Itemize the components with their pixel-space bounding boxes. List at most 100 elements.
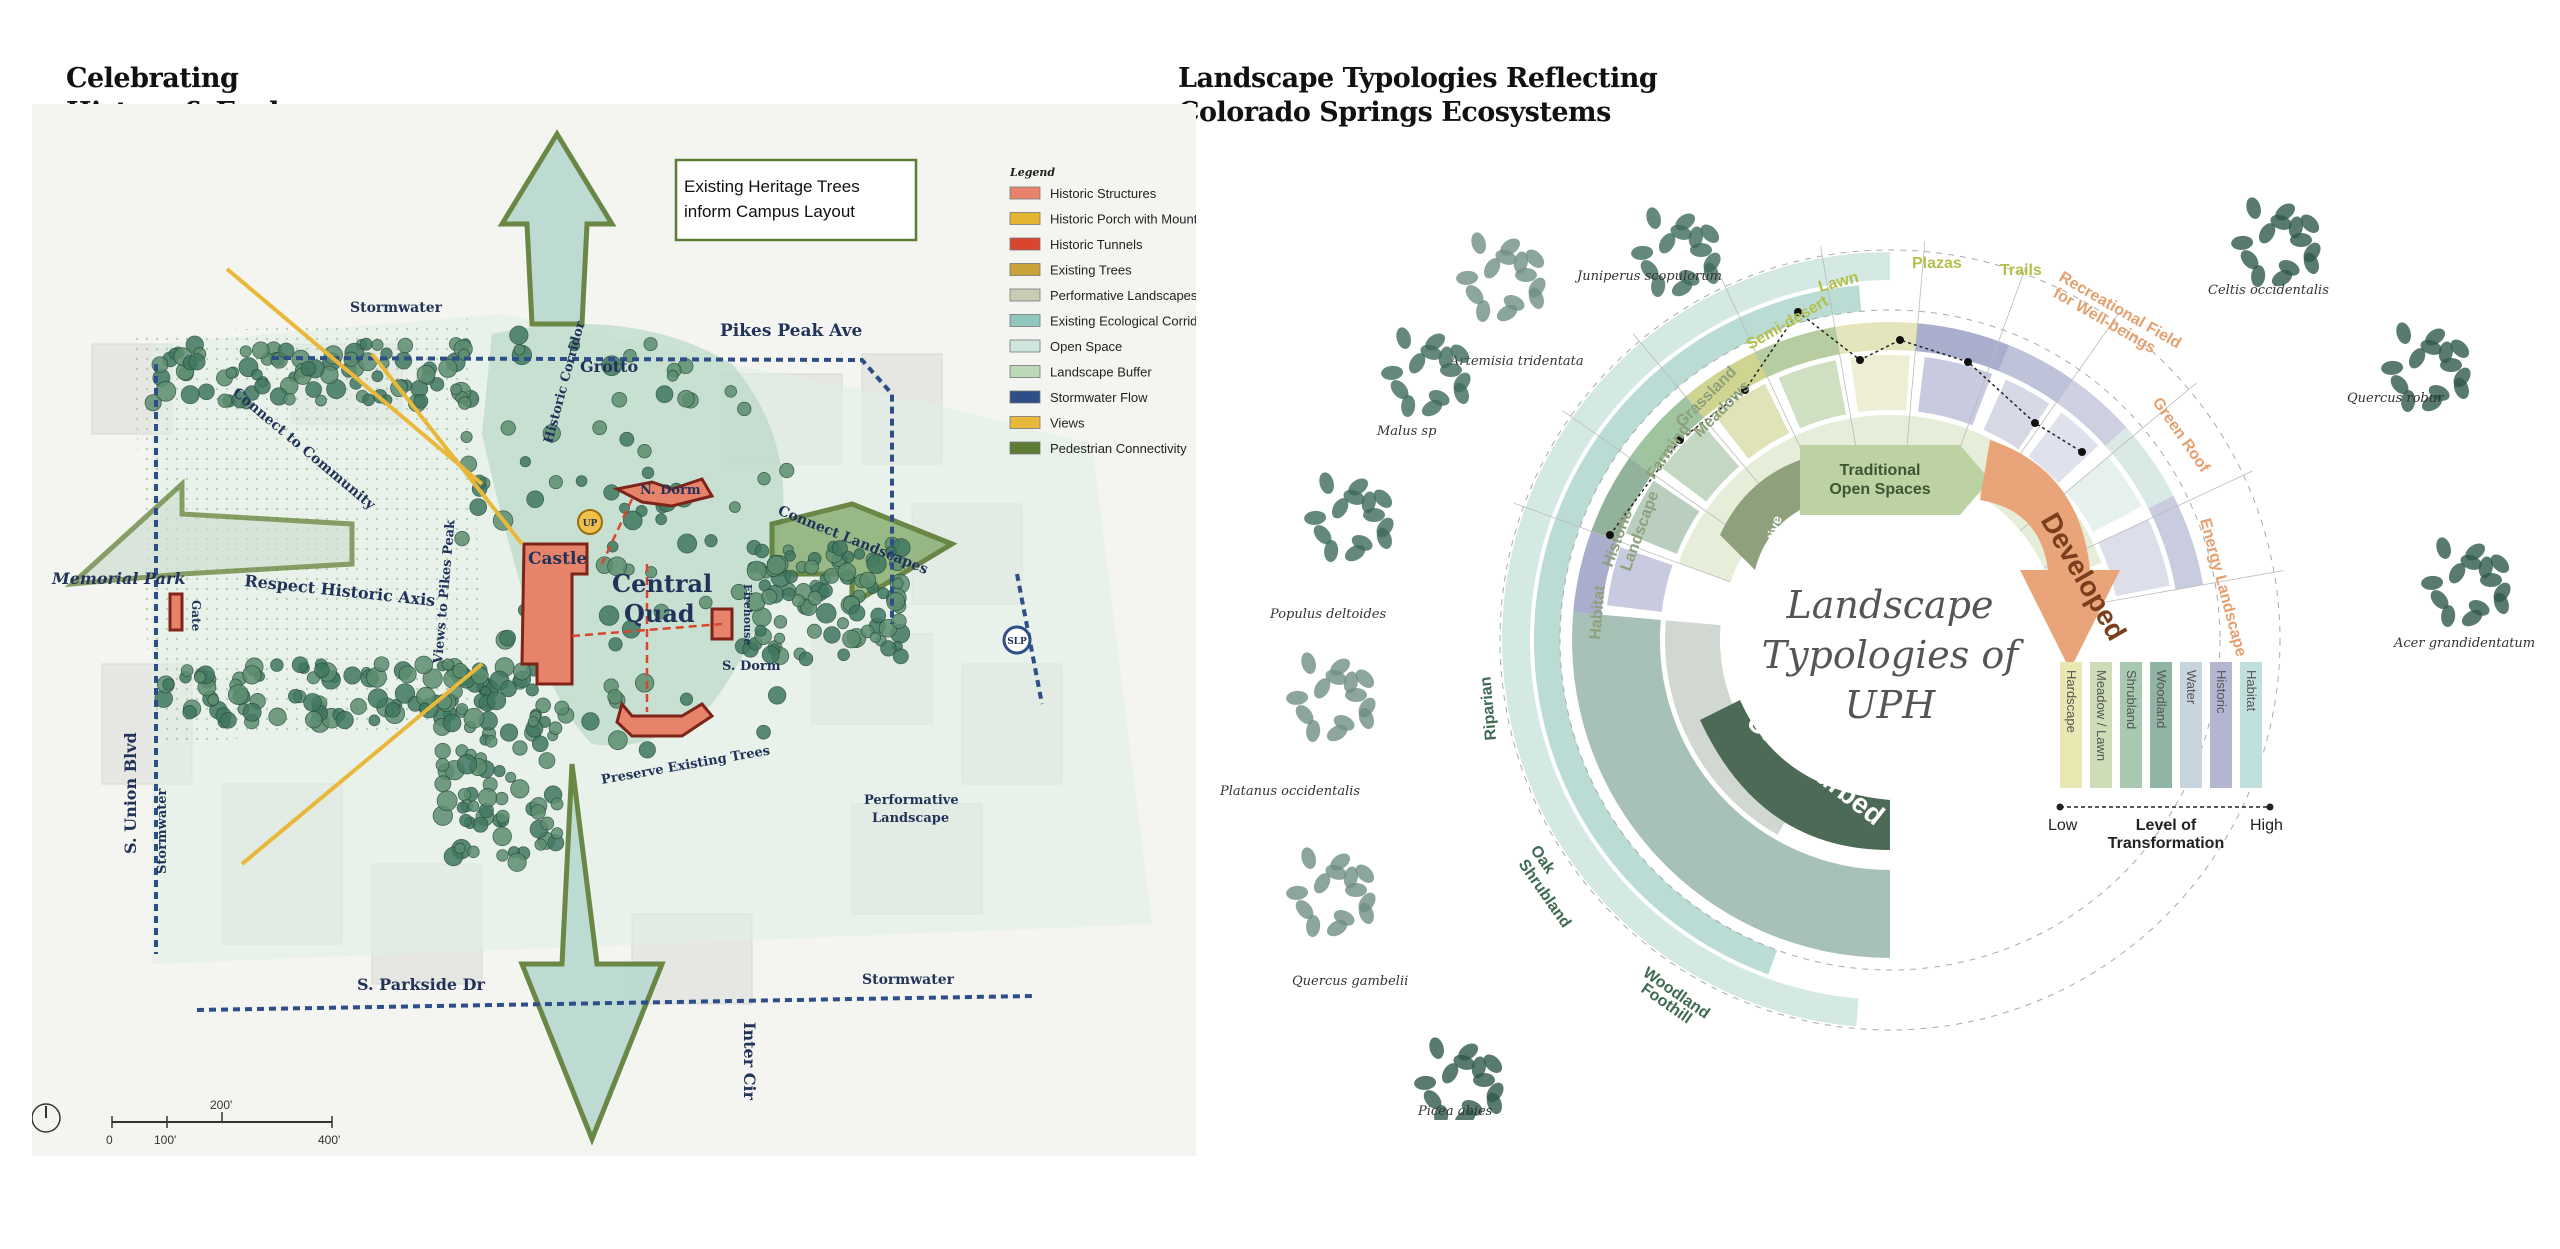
legend-item-label: Performative Landscapes [1050,288,1196,303]
transformation-bar [2090,662,2112,788]
species-label: Celtis occidentalis [2208,283,2329,298]
legend-swatch [1009,314,1041,327]
castle-label: Castle [528,549,587,569]
gate-structure [168,592,184,632]
ring-label-energy: Energy Landscape [2196,517,2249,659]
legend-item-label: Pedestrian Connectivity [1050,441,1187,456]
transformation-bar [2180,662,2202,788]
transformation-bar-label: Meadow / Lawn [2094,670,2109,761]
right-panel-title: Landscape Typologies Reflecting Colorado… [1178,62,1658,130]
historic-structures [168,477,734,738]
transformation-title-1: Level of [2136,817,2197,834]
callout-line2: inform Campus Layout [684,202,855,221]
ring-label-green-roof: Green Roof [2149,395,2213,477]
transformation-bar [2210,662,2232,788]
performative-band [1720,460,1800,570]
legend-swatch [1009,441,1041,455]
center-title-line2: Typologies of [1762,633,2024,677]
historic-tunnels [571,498,723,712]
transformation-low: Low [2048,817,2078,834]
legend-swatch [1009,339,1041,353]
legend-swatch [1009,288,1041,302]
stormwater-top-label: Stormwater [350,300,443,316]
legend-swatch [1009,416,1041,429]
species-label: Quercus gambelii [1292,974,1408,989]
left-title-line1: Celebrating [66,63,239,94]
center-title-line3: UPH [1845,683,1937,727]
performative-landscape-line2: Landscape [872,811,949,826]
transformation-bar [2120,662,2142,788]
center-title-line1: Landscape [1786,583,1994,627]
legend-item-label: Stormwater Flow [1050,390,1148,405]
central-quad-line1: Central [612,569,712,598]
species-plant-icon [1456,232,1546,323]
undisturbed-band [1700,700,1890,850]
slp-marker [1002,625,1032,655]
species-label: Acer grandidentatum [2393,636,2535,651]
legend-swatch [1009,237,1041,251]
species-label: Populus deltoides [1269,607,1386,622]
s-union-blvd-label: S. Union Blvd [121,732,140,854]
transformation-bar [2150,662,2172,788]
species-plant-icon [1304,472,1394,563]
s-parkside-dr-label: S. Parkside Dr [357,975,486,994]
transformation-bar-label: Shrubland [2124,670,2139,729]
legend-item-label: Open Space [1050,339,1122,354]
legend-item-label: Historic Tunnels [1050,237,1143,252]
s-dorm-building [615,700,715,738]
heritage-trees-callout [674,158,918,242]
right-title-line2: Colorado Springs Ecosystems [1178,97,1611,128]
up-label: UP [583,519,598,529]
species-plant-icon [1286,847,1376,938]
firehouse-label: Firehouse [741,584,754,645]
legend-item-label: Views [1050,416,1085,431]
site-plan-map: SLP UP Stormwater Pikes Peak Ave Grotto … [32,104,1196,1156]
traditional-band [1800,445,1990,515]
legend-swatch [1009,390,1041,404]
species-illustrations: Artemisia tridentata Juniperus scopulorum… [1219,197,2535,1120]
typology-wheel-diagram: Traditional Open Spaces Developed Perfor… [1219,197,2535,1120]
legend-item-label: Historic Structures [1050,186,1157,201]
legend-title: Legend [1009,166,1055,179]
transformation-bar-label: Historic [2214,670,2229,714]
legend-swatch [1009,186,1041,200]
species-label: Quercus robur [2347,391,2444,406]
traditional-label-1: Traditional [1840,462,1921,479]
callout-line1: Existing Heritage Trees [684,177,860,196]
right-title-line1: Landscape Typologies Reflecting [1178,63,1658,94]
species-plant-icon [2231,197,2321,288]
castle-building [520,542,589,686]
scale-bar: 0 100' 200' 400' [106,1098,340,1147]
species-label: Artemisia tridentata [1449,354,1584,369]
ring-label-plazas: Plazas [1912,255,1962,272]
developed-band [1980,440,2120,670]
n-dorm-label: N. Dorm [640,483,701,498]
stormwater-left-label: Stormwater [155,788,170,874]
species-plant-icon [2421,537,2511,628]
legend-item-label: Existing Trees [1050,263,1132,278]
species-label: Juniperus scopulorum [1574,269,1722,284]
performative-landscape-line1: Performative [864,793,959,808]
scale-tick-0: 0 [106,1133,113,1147]
transformation-title-2: Transformation [2108,835,2224,852]
up-marker [577,509,603,535]
s-dorm-label: S. Dorm [722,659,781,674]
legend-item-label: Historic Porch with Mountain Views [1050,212,1196,227]
central-quad-line2: Quad [624,599,695,628]
transformation-bar [2240,662,2262,788]
species-label: Platanus occidentalis [1219,784,1360,799]
slp-label: SLP [1007,637,1027,647]
transformation-bar-label: Water [2184,670,2199,705]
species-label: Picea abies [1417,1104,1493,1119]
transformation-bar-label: Woodland [2154,670,2169,728]
n-dorm-building [612,477,715,508]
legend-item-label: Existing Ecological Corridor [1050,314,1196,329]
species-plant-icon [2381,322,2471,413]
traditional-label-2: Open Spaces [1829,481,1930,498]
scale-tick-400: 400' [318,1133,340,1147]
view-lines [225,267,524,866]
legend-swatch [1009,212,1041,225]
pikes-peak-ave-label: Pikes Peak Ave [720,321,863,341]
species-label: Malus sp [1376,424,1437,439]
